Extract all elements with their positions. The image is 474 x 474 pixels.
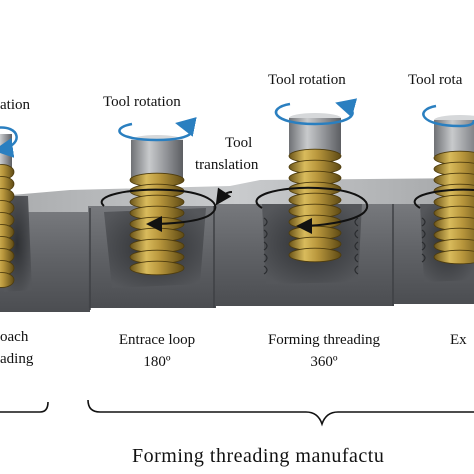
brace-left (0, 401, 49, 413)
entry-loop-arrow (100, 188, 217, 232)
thread-ring (129, 260, 185, 276)
forming-loop-arrow (255, 186, 369, 234)
stage3-caption-line1: Ex (450, 332, 467, 348)
tool-stage-1 (129, 135, 185, 276)
stage0-caption-line2: ading (0, 351, 34, 367)
stage1-translation-label-line1: Tool (225, 135, 253, 151)
stage0-rotation-label: ation (0, 97, 30, 113)
thread-ring (288, 247, 342, 263)
stage3-rotation-label: Tool rota (408, 72, 463, 88)
group-title-forming-threading: Forming threading manufactu (132, 445, 385, 467)
stage2-rotation-label: Tool rotation (268, 72, 346, 88)
rotation-arrow-2 (274, 98, 358, 126)
workpiece-blocks (0, 178, 474, 312)
brace-forming (87, 399, 474, 427)
stage1-caption-line2: 180º (143, 354, 171, 370)
stage2-caption-line2: 360º (310, 354, 338, 370)
stage1-translation-label-line2: translation (195, 157, 259, 173)
stage1-caption-line1: Entrace loop (118, 332, 196, 348)
rotation-arrow-0 (0, 126, 18, 158)
thread-ring (0, 272, 15, 288)
tool-stage-0 (0, 134, 15, 288)
rotation-arrow-1 (118, 117, 197, 142)
thread-ring (433, 249, 474, 265)
exit-loop-arrow (413, 188, 474, 209)
translation-arrow (215, 187, 233, 206)
stage1-rotation-label: Tool rotation (103, 94, 181, 110)
tool-stage-3 (433, 115, 474, 265)
stage2-caption-line1: Forming threading (267, 332, 381, 348)
stage0-caption-line1: oach (0, 329, 29, 345)
